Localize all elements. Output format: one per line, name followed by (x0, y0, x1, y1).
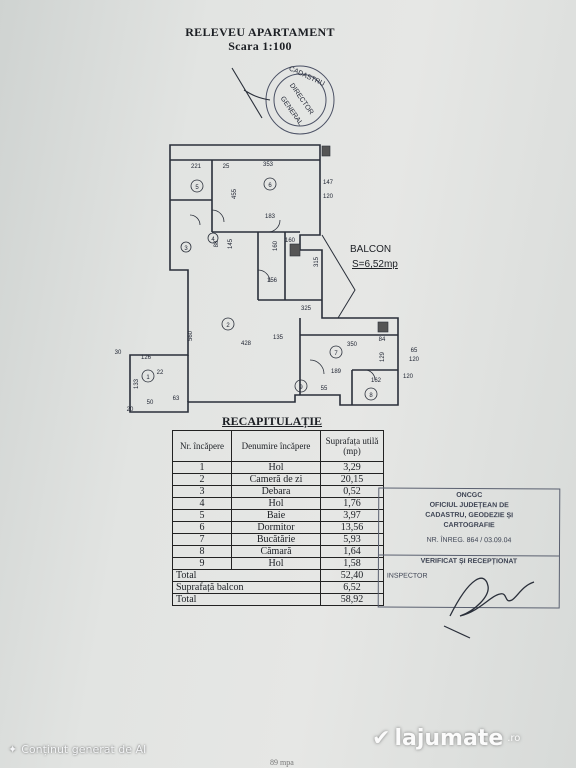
dimension-label: 30 (115, 350, 122, 356)
room-number-6: 6 (268, 183, 272, 189)
dimension-label: 147 (323, 180, 334, 186)
room-circle-6 (263, 177, 277, 191)
dimension-label: 189 (331, 369, 342, 375)
dimension-label: 126 (141, 355, 152, 361)
watermark-logo: ✔ lajumate.ro (372, 726, 521, 751)
room-circle-3 (180, 241, 192, 253)
recap-header-row: Nr. încăpere Denumire încăpere Suprafața… (172, 430, 384, 462)
dimension-label: 133 (134, 378, 140, 389)
col-header-name: Denumire încăpere (231, 430, 321, 462)
wall-inner (170, 159, 320, 233)
room-number-7: 7 (334, 351, 338, 357)
dimension-label: 50 (147, 400, 154, 406)
wall-inner (299, 318, 398, 405)
room-number-1: 1 (146, 375, 150, 381)
room-number-8: 8 (369, 393, 373, 399)
dimension-label: 88 (214, 240, 220, 247)
door-arc (211, 209, 225, 223)
shaft (289, 243, 301, 257)
wall-outline (129, 144, 399, 413)
room-number-3: 3 (184, 246, 188, 252)
dimension-label: 120 (323, 194, 334, 200)
recap-table: Nr. încăpere Denumire încăpere Suprafața… (172, 430, 384, 606)
room-circle-7 (329, 345, 343, 359)
document-title: RELEVEU APARTAMENT (185, 25, 335, 39)
dimension-label: 25 (223, 164, 230, 170)
door-arc (364, 369, 376, 381)
dimension-label: 560 (188, 330, 194, 341)
balcony-area: S=6,52mp (352, 259, 398, 270)
dimension-label: 156 (267, 278, 278, 284)
dimension-label: 160 (273, 240, 279, 251)
door-arc (267, 219, 281, 233)
dimension-label: 65 (411, 348, 418, 354)
round-stamp (265, 65, 335, 135)
document-scale: Scara 1:100 (228, 39, 292, 53)
sparkle-icon: ✦ (8, 743, 18, 756)
col-header-area: Suprafața utilă (mp) (320, 430, 384, 462)
dimension-label: 325 (301, 306, 312, 312)
signature-stroke (231, 67, 271, 119)
balcony-label: BALCON (350, 244, 392, 255)
room-number-4: 4 (211, 237, 215, 243)
checkmark-icon: ✔ (372, 726, 391, 751)
dimension-label: 20 (127, 407, 134, 413)
col-header-nr: Nr. încăpere (172, 430, 232, 462)
room-circle-2 (221, 317, 235, 331)
dimension-label: 315 (314, 256, 320, 267)
room-circle-1 (141, 369, 155, 383)
dimension-label: 145 (228, 238, 234, 249)
room-number-9: 9 (299, 385, 303, 391)
dimension-label: 55 (321, 386, 328, 392)
door-arc (257, 269, 271, 283)
handwritten-signature (443, 577, 535, 639)
wall-inner (257, 232, 322, 301)
door-arc (309, 359, 325, 375)
dimension-label: 353 (263, 162, 274, 168)
dimension-label: 120 (409, 357, 420, 363)
shaft (321, 145, 331, 157)
room-circle-8 (364, 387, 378, 401)
dimension-label: 455 (232, 188, 238, 199)
dimension-label: 162 (371, 378, 382, 384)
bottom-text: 89 mpa (270, 758, 294, 767)
shaft (377, 321, 389, 333)
dimension-label: 129 (380, 351, 386, 362)
room-circle-5 (190, 179, 204, 193)
dimension-label: 160 (285, 238, 296, 244)
dimension-label: 428 (241, 341, 252, 347)
dimension-label: 183 (265, 214, 276, 220)
room-number-5: 5 (195, 185, 199, 191)
recap-title: RECAPITULAȚIE (222, 414, 323, 428)
door-arc (189, 214, 201, 226)
dimension-label: 135 (273, 335, 284, 341)
dimension-label: 84 (379, 337, 386, 343)
room-circle-9 (294, 379, 308, 393)
ai-generated-note: ✦ Conținut generat de AI (8, 743, 147, 756)
balcony-outline (321, 234, 356, 319)
dimension-label: 63 (173, 396, 180, 402)
room-circle-4 (207, 232, 219, 244)
room-number-2: 2 (226, 323, 230, 329)
dimension-label: 120 (403, 374, 414, 380)
dimension-label: 350 (347, 342, 358, 348)
dimension-label: 22 (157, 370, 164, 376)
dimension-label: 221 (191, 164, 202, 170)
